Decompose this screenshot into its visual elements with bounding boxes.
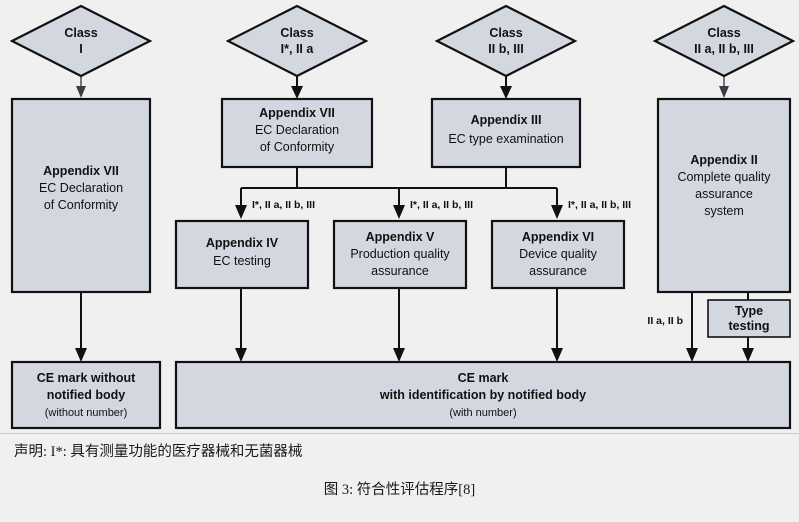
node-class-3[interactable]: Class II b, III [434, 4, 578, 78]
appendix-vi-line2: Device quality [519, 247, 598, 261]
appendix-iv-title: Appendix IV [206, 236, 279, 250]
node-ce-mark-with-notified-body[interactable]: CE mark with identification by notified … [174, 360, 792, 430]
appendix-vii-left-line3: of Conformity [44, 198, 119, 212]
appendix-vii-left-title: Appendix VII [43, 164, 119, 178]
class-4-line2: II a, II b, III [694, 42, 754, 56]
appendix-ii-title: Appendix II [690, 153, 757, 167]
node-appendix-iii[interactable]: Appendix III EC type examination [430, 97, 582, 169]
node-appendix-ii[interactable]: Appendix II Complete quality assurance s… [656, 97, 792, 294]
edge-label-appendix-ii-left: II a, II b [647, 315, 683, 327]
type-testing-line2: testing [729, 319, 770, 333]
appendix-v-line3: assurance [371, 264, 429, 278]
class-1-line2: I [79, 42, 82, 56]
class-3-line2: II b, III [488, 42, 523, 56]
node-appendix-vii-left[interactable]: Appendix VII EC Declaration of Conformit… [10, 97, 152, 294]
edge-label-bus-appendix-iv: I*, II a, II b, III [252, 199, 315, 211]
connector-appendixiv-to-ce-with [235, 288, 247, 362]
ce-without-line2: notified body [47, 388, 126, 402]
caption-divider [0, 433, 799, 434]
node-class-4[interactable]: Class II a, II b, III [652, 4, 796, 78]
connector-class4-to-appendixii [719, 76, 729, 98]
appendix-iv-line2: EC testing [213, 254, 271, 268]
appendix-vii-top-line2: EC Declaration [255, 123, 339, 137]
connector-class2-to-appendixvii-top [291, 76, 303, 99]
figure-caption: 图 3: 符合性评估程序[8] [323, 482, 476, 498]
edge-label-bus-appendix-vi: I*, II a, II b, III [568, 199, 631, 211]
appendix-ii-line3: assurance [695, 187, 753, 201]
connector-appendixvi-to-ce-with [551, 288, 563, 362]
node-appendix-v[interactable]: Appendix V Production quality assurance [332, 219, 468, 290]
node-ce-mark-without-notified-body[interactable]: CE mark without notified body (without n… [10, 360, 162, 430]
appendix-ii-line4: system [704, 204, 744, 218]
edge-label-bus-appendix-v: I*, II a, II b, III [410, 199, 473, 211]
ce-with-line2: with identification by notified body [379, 388, 586, 402]
node-class-1[interactable]: Class I [9, 4, 153, 78]
appendix-iii-title: Appendix III [471, 113, 542, 127]
ce-without-line1: CE mark without [37, 371, 136, 385]
appendix-vi-line3: assurance [529, 264, 587, 278]
appendix-vii-top-line3: of Conformity [260, 140, 335, 154]
connector-type-testing-to-ce-with [742, 337, 754, 362]
connector-appendixvii-left-to-ce-without [75, 292, 87, 362]
node-class-2[interactable]: Class I*, II a [225, 4, 369, 78]
node-appendix-vi[interactable]: Appendix VI Device quality assurance [490, 219, 626, 290]
node-appendix-iv[interactable]: Appendix IV EC testing [174, 219, 310, 290]
appendix-vi-title: Appendix VI [522, 230, 594, 244]
class-3-line1: Class [489, 26, 522, 40]
appendix-vii-top-title: Appendix VII [259, 106, 335, 120]
class-4-line1: Class [707, 26, 740, 40]
connector-appendixii-to-ce-with [686, 292, 698, 362]
appendix-v-line2: Production quality [350, 247, 450, 261]
connector-class1-to-appendixvii [76, 76, 86, 98]
connector-distribution-bus [235, 187, 563, 219]
class-2-line2: I*, II a [281, 42, 315, 56]
appendix-ii-line2: Complete quality [677, 170, 771, 184]
connector-appendixv-to-ce-with [393, 288, 405, 362]
class-1-line1: Class [64, 26, 97, 40]
ce-with-line1: CE mark [458, 371, 509, 385]
connector-class3-to-appendixiii [500, 76, 512, 99]
appendix-vii-left-line2: EC Declaration [39, 181, 123, 195]
type-testing-line1: Type [735, 304, 763, 318]
appendix-v-title: Appendix V [366, 230, 435, 244]
node-type-testing[interactable]: Type testing [707, 299, 791, 338]
class-2-line1: Class [280, 26, 313, 40]
ce-with-line3: (with number) [449, 407, 516, 419]
appendix-iii-line2: EC type examination [448, 132, 563, 146]
node-appendix-vii-top[interactable]: Appendix VII EC Declaration of Conformit… [220, 97, 374, 169]
ce-without-line3: (without number) [45, 407, 128, 419]
legend-note: 声明: I*: 具有测量功能的医疗器械和无菌器械 [14, 444, 303, 460]
